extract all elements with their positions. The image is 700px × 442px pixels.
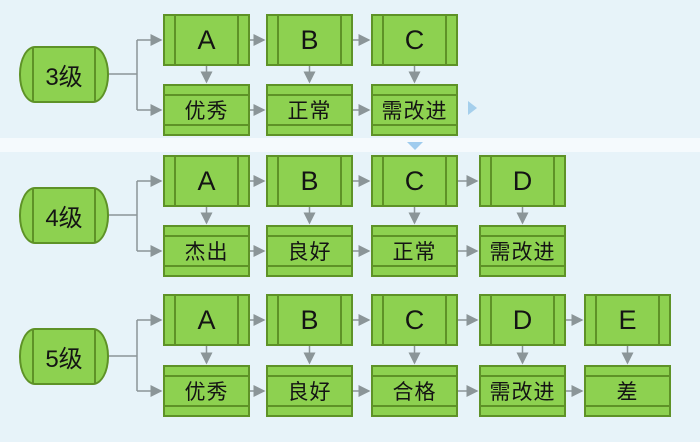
level-cylinder: 4级 [19, 186, 109, 244]
grade-node: B [266, 155, 353, 207]
grade-node: B [266, 14, 353, 66]
rating-node: 杰出 [163, 225, 250, 277]
grade-node: C [371, 294, 458, 346]
rating-node: 正常 [266, 84, 353, 136]
level-cylinder: 3级 [19, 45, 109, 103]
rating-node: 合格 [371, 365, 458, 417]
page-divider [0, 138, 700, 152]
scroll-down-icon[interactable] [407, 142, 423, 150]
rating-node: 需改进 [479, 225, 566, 277]
grade-node: D [479, 155, 566, 207]
grade-node: D [479, 294, 566, 346]
grade-node: A [163, 14, 250, 66]
rating-node: 需改进 [371, 84, 458, 136]
rating-node: 优秀 [163, 365, 250, 417]
rating-node: 差 [584, 365, 671, 417]
rating-node: 正常 [371, 225, 458, 277]
rating-node: 优秀 [163, 84, 250, 136]
grade-node: C [371, 14, 458, 66]
grade-node: A [163, 294, 250, 346]
grade-node: B [266, 294, 353, 346]
grade-node: C [371, 155, 458, 207]
grade-node: E [584, 294, 671, 346]
rating-node: 需改进 [479, 365, 566, 417]
next-page-icon[interactable] [468, 101, 477, 115]
level-cylinder: 5级 [19, 327, 109, 385]
grade-node: A [163, 155, 250, 207]
rating-node: 良好 [266, 225, 353, 277]
rating-node: 良好 [266, 365, 353, 417]
